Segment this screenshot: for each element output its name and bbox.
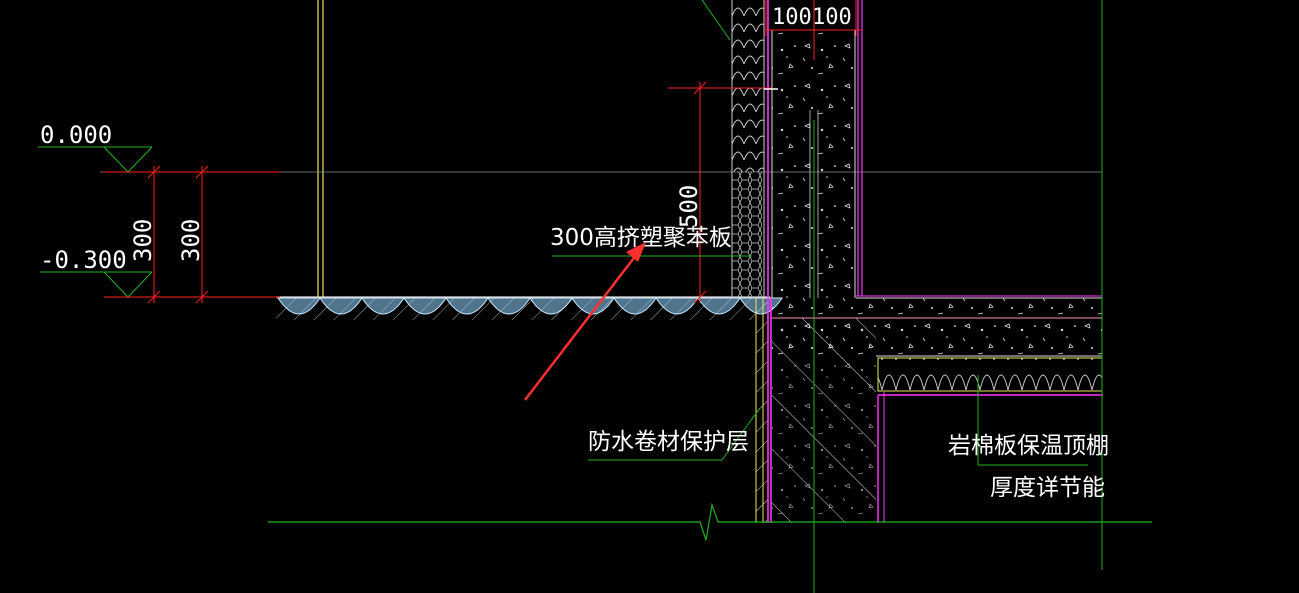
top-leader-line <box>701 0 731 41</box>
elevation-marker-minus: -0.300 <box>40 246 280 298</box>
dim-text-300-left: 300 <box>129 219 157 262</box>
bottom-break-line <box>268 502 1152 541</box>
elevation-label-minus: -0.300 <box>40 246 127 274</box>
ground-scallops <box>277 297 783 315</box>
dim-text-300-right: 300 <box>177 219 205 262</box>
dimension-100-100: 100 100 <box>765 0 862 60</box>
annotation-arrow <box>524 242 646 401</box>
waterproof-protection-label: 防水卷材保护层 <box>588 429 749 455</box>
ground-surface <box>276 296 783 320</box>
upper-wall-lines <box>317 0 324 297</box>
foundation-wall <box>755 298 768 523</box>
elevation-label-zero: 0.000 <box>40 121 112 149</box>
basement-slab-and-wall <box>772 295 1102 523</box>
dimension-300-right: 300 <box>177 165 209 304</box>
label-waterproof-protection: 防水卷材保护层 <box>588 407 761 461</box>
elevation-marker-zero: 0.000 <box>38 121 280 173</box>
rockwool-ceiling-label-line1: 岩棉板保温顶棚 <box>948 433 1109 459</box>
dimension-500: 500 <box>668 81 772 304</box>
exterior-insulation-strip <box>731 0 765 298</box>
label-rockwool-ceiling: 岩棉板保温顶棚 厚度详节能 <box>948 375 1109 501</box>
waterproof-membrane <box>767 0 1103 523</box>
dim-text-100-a: 100 <box>772 5 812 30</box>
dim-text-100-b: 100 <box>812 5 852 30</box>
dim-text-500: 500 <box>675 185 703 228</box>
label-xps-board: 300高挤塑聚苯板 <box>550 225 752 257</box>
rockwool-ceiling-insulation <box>877 357 1103 392</box>
dimension-300-left: 300 <box>129 165 161 304</box>
rockwool-ceiling-label-line2: 厚度详节能 <box>990 475 1105 501</box>
